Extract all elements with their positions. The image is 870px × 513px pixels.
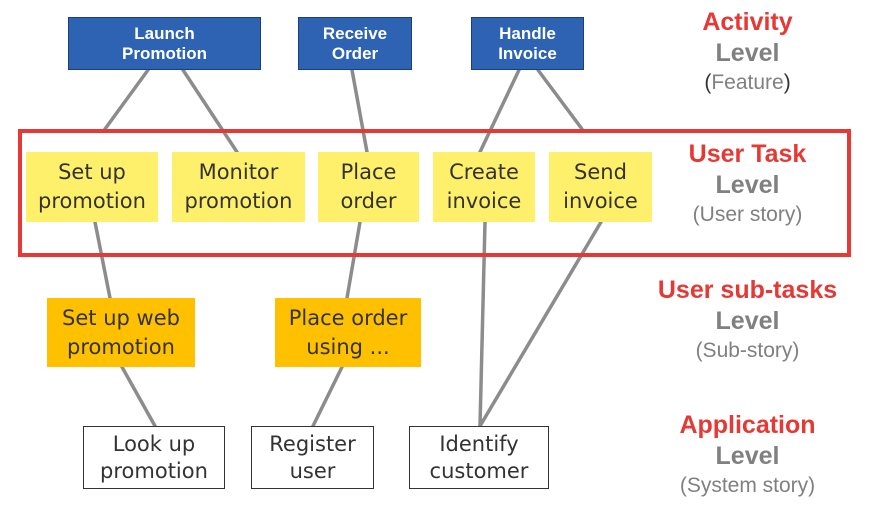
level-user-task-note: (User story)	[692, 203, 803, 226]
connector-set-up-web-promotion-to-look-up-promotion	[120, 365, 157, 428]
activity-launch-promotion-label: Launch Promotion	[122, 23, 207, 63]
sub-task-place-order-using-label: Place order using ...	[288, 305, 408, 359]
level-label-user-task: User Task Level (User story)	[640, 139, 855, 228]
user-task-place-order: Place order	[318, 152, 419, 222]
level-activity-note: (Feature)	[704, 71, 791, 94]
level-application-note: (System story)	[679, 474, 816, 497]
level-label-application: Application Level (System story)	[640, 410, 855, 499]
user-task-monitor-promotion: Monitor promotion	[172, 152, 305, 222]
activity-handle-invoice-label: Handle Invoice	[498, 23, 557, 63]
application-identify-customer: Identify customer	[409, 426, 549, 489]
level-sub-task-level: Level	[715, 307, 780, 335]
level-label-activity: Activity Level (Feature)	[640, 7, 855, 96]
connector-place-order-using-to-register-user	[311, 365, 344, 428]
activity-handle-invoice: Handle Invoice	[471, 17, 584, 70]
user-task-monitor-promotion-label: Monitor promotion	[184, 160, 293, 213]
connector-place-order-to-place-order-using	[345, 220, 362, 300]
level-application-level: Level	[715, 442, 780, 470]
connector-launch-promotion-to-set-up-promotion	[103, 68, 150, 131]
level-sub-task-note: (Sub-story)	[695, 339, 800, 362]
activity-receive-order: Receive Order	[298, 17, 412, 70]
connector-launch-promotion-to-monitor-promotion	[181, 68, 239, 154]
application-look-up-promotion: Look up promotion	[83, 426, 225, 489]
user-task-set-up-promotion: Set up promotion	[26, 152, 158, 222]
user-task-level-highlight-frame	[18, 129, 851, 257]
sub-task-place-order-using: Place order using ...	[275, 298, 421, 367]
connector-receive-order-to-place-order	[350, 68, 369, 154]
user-task-set-up-promotion-label: Set up promotion	[38, 160, 146, 213]
application-identify-customer-label: Identify customer	[429, 431, 529, 483]
user-task-place-order-label: Place order	[340, 160, 397, 213]
user-task-create-invoice-label: Create invoice	[446, 160, 522, 213]
application-register-user: Register user	[251, 426, 374, 489]
connector-handle-invoice-to-create-invoice	[478, 68, 521, 154]
level-sub-task-title: User sub-tasks	[657, 276, 838, 304]
user-task-send-invoice: Send invoice	[549, 152, 652, 222]
sub-task-set-up-web-promotion-label: Set up web promotion	[62, 305, 180, 359]
application-register-user-label: Register user	[269, 431, 356, 483]
user-task-create-invoice: Create invoice	[433, 152, 535, 222]
connector-handle-invoice-to-send-invoice	[536, 68, 584, 131]
level-user-task-level: Level	[715, 171, 780, 199]
user-task-send-invoice-label: Send invoice	[563, 160, 638, 213]
level-activity-title: Activity	[702, 8, 793, 36]
application-look-up-promotion-label: Look up promotion	[100, 431, 208, 483]
level-application-title: Application	[679, 411, 816, 439]
level-user-task-title: User Task	[688, 140, 807, 168]
activity-receive-order-label: Receive Order	[322, 23, 388, 63]
level-activity-level: Level	[715, 39, 780, 67]
level-label-sub-task: User sub-tasks Level (Sub-story)	[640, 275, 855, 364]
activity-launch-promotion: Launch Promotion	[68, 17, 261, 70]
sub-task-set-up-web-promotion: Set up web promotion	[47, 298, 195, 367]
connector-set-up-promotion-to-set-up-web-promotion	[93, 220, 112, 300]
